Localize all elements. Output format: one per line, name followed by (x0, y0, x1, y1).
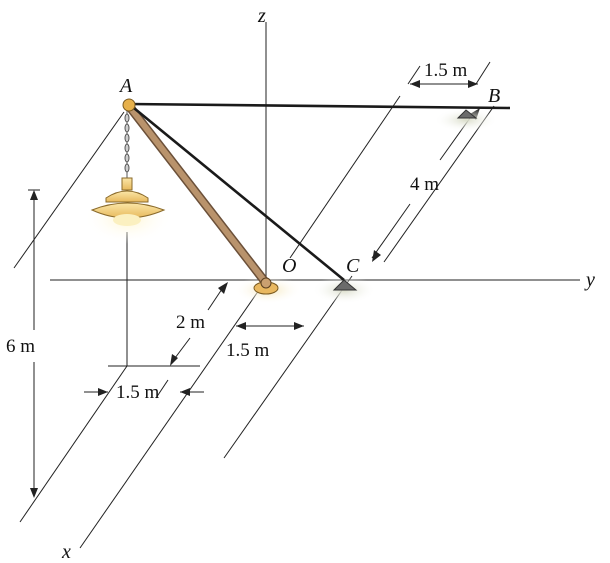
arrow-height-top (30, 190, 38, 200)
support-c (332, 279, 358, 291)
arrow-b-offset-right (468, 80, 478, 88)
support-c-shape (332, 279, 358, 291)
b-offset-ext-left (407, 65, 421, 85)
pole-ao-highlight (126, 103, 269, 286)
origin-plane-line (289, 95, 401, 259)
height-dim-label: 6 m (6, 336, 35, 357)
support-b (456, 109, 478, 119)
b-offset-ext-right (475, 61, 491, 85)
bc-length-dim-label: 4 m (410, 174, 439, 195)
lamp-shade (90, 202, 166, 219)
axes (50, 22, 580, 549)
arrow-2m-bottom (170, 354, 178, 366)
support-b-shape (456, 109, 478, 119)
c-y-dim-label: 1.5 m (226, 340, 270, 361)
y-axis-label: y (584, 269, 595, 291)
arrow-lamp-left (98, 388, 108, 396)
arrow-2m-top (218, 282, 228, 294)
point-o-label: O (282, 255, 296, 277)
x-axis (79, 279, 267, 549)
dimension-lines (13, 61, 495, 523)
arrow-c-right (294, 322, 304, 330)
arrow-c-left (236, 322, 246, 330)
point-a-label: A (118, 75, 133, 97)
lamp-bulb (113, 214, 141, 226)
point-c-label: C (346, 255, 360, 277)
b-support-glow (434, 108, 498, 132)
lamp-y-dim-label: 1.5 m (116, 382, 160, 403)
lamp-top-shade (105, 190, 149, 203)
chain-link (124, 123, 130, 133)
chain-link (124, 163, 130, 173)
lamp-x-dim-label: 2 m (176, 312, 205, 333)
labels: z y x A B C O 1.5 m 4 m 6 m 2 m 1.5 m 1.… (6, 5, 595, 563)
ball-joint-ball (260, 277, 272, 289)
b-offset-dim-label: 1.5 m (424, 60, 468, 81)
chain-link (124, 143, 130, 153)
chain-link (124, 153, 130, 163)
lamp-chain (124, 111, 130, 180)
point-b-label: B (488, 85, 500, 107)
x-axis-label: x (61, 541, 71, 563)
arrow-lamp-right (180, 388, 190, 396)
arrow-b-offset-left (410, 80, 420, 88)
ball-joint-o (253, 277, 279, 295)
lamp-x-line (19, 365, 128, 523)
chain-link (124, 113, 130, 123)
bc-dim-line-lower (371, 203, 411, 259)
chain-link (124, 133, 130, 143)
c-construction-line (223, 275, 353, 459)
arrow-bc-bottom (372, 250, 381, 262)
b-construction-line (383, 105, 495, 263)
a-projection-line (13, 111, 125, 269)
cable-ab (128, 102, 511, 110)
lamp-cap (121, 177, 133, 191)
cable-ac (128, 102, 345, 282)
z-axis-label: z (257, 5, 266, 27)
lamp (90, 177, 166, 226)
joint-a (122, 98, 136, 112)
lamp-y-ext (155, 379, 169, 399)
arrow-height-bottom (30, 488, 38, 498)
